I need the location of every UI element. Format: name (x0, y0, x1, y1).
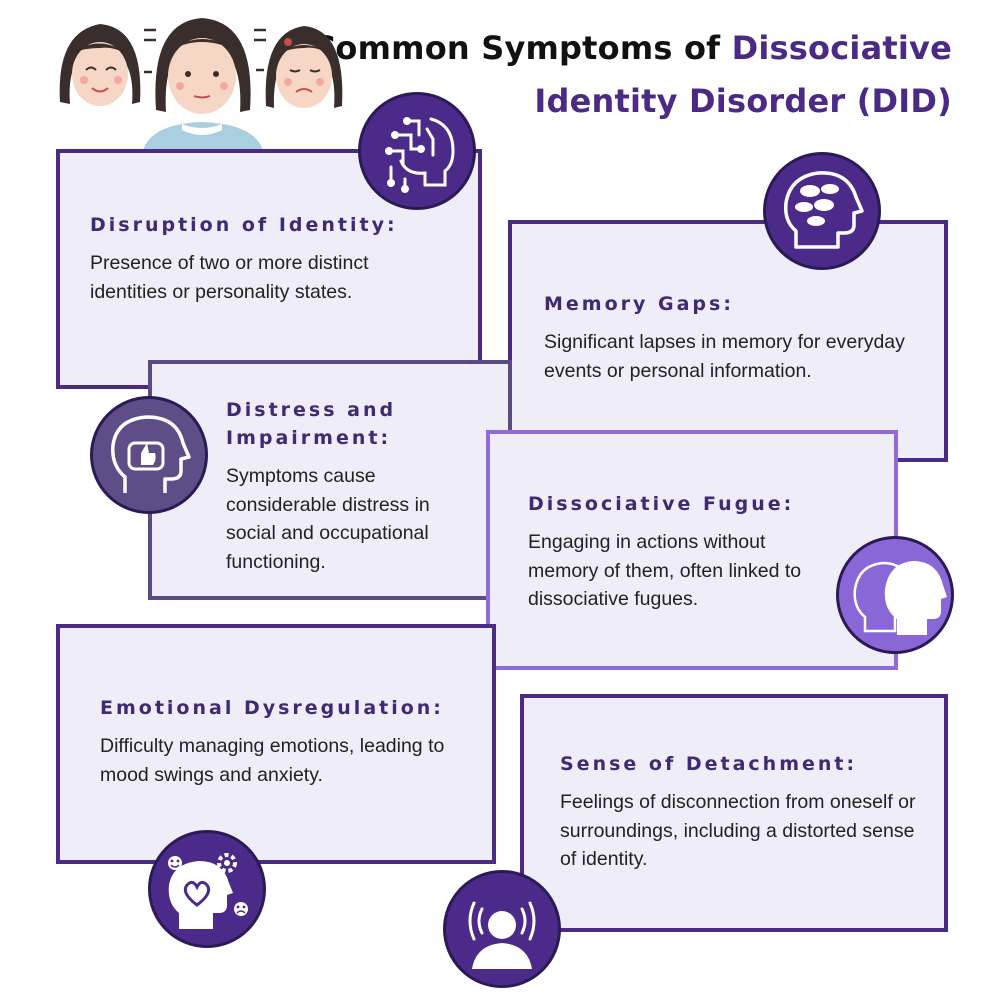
card-memory-gaps: Memory Gaps: Significant lapses in memor… (508, 220, 948, 462)
card-emotional-dysregulation: Emotional Dysregulation: Difficulty mana… (56, 624, 496, 864)
card-text: Engaging in actions without memory of th… (528, 531, 802, 610)
card-text: Difficulty managing emotions, leading to… (100, 735, 445, 786)
card-heading: Disruption of Identity: (90, 214, 398, 236)
page-title: Common Symptoms of Dissociative Identity… (312, 22, 952, 128)
card-distress-and-impairment: Distress and Impairment: Symptoms cause … (148, 360, 512, 600)
card-heading: Sense of Detachment: (560, 753, 858, 775)
head-thumbs-up-icon (90, 396, 208, 514)
neutral-face-icon (142, 18, 264, 154)
motion-lines (144, 28, 266, 74)
card-dissociative-fugue: Dissociative Fugue: Engaging in actions … (486, 430, 898, 670)
two-heads-profile-icon (836, 536, 954, 654)
sad-face-icon (265, 26, 343, 108)
head-heart-emotions-icon (148, 830, 266, 948)
ai-head-circuit-icon (358, 92, 476, 210)
card-text: Feelings of disconnection from oneself o… (560, 791, 916, 870)
card-text: Symptoms cause considerable distress in … (226, 465, 430, 573)
card-disruption-of-identity: Disruption of Identity: Presence of two … (56, 149, 482, 389)
title-line-1: Common Symptoms of Dissociative (311, 29, 952, 67)
card-heading: Distress and Impairment: (226, 399, 397, 449)
card-heading: Dissociative Fugue: (528, 493, 795, 515)
card-text: Presence of two or more distinct identit… (90, 252, 369, 303)
person-vibration-icon (443, 870, 561, 988)
three-faces-illustration (59, 18, 343, 154)
title-line-2: Identity Disorder (DID) (534, 82, 952, 120)
card-heading: Memory Gaps: (544, 293, 734, 315)
card-sense-of-detachment: Sense of Detachment: Feelings of disconn… (520, 694, 948, 932)
smiling-face-icon (59, 24, 141, 106)
head-clouds-icon (763, 152, 881, 270)
card-text: Significant lapses in memory for everyda… (544, 331, 905, 382)
card-heading: Emotional Dysregulation: (100, 697, 444, 719)
